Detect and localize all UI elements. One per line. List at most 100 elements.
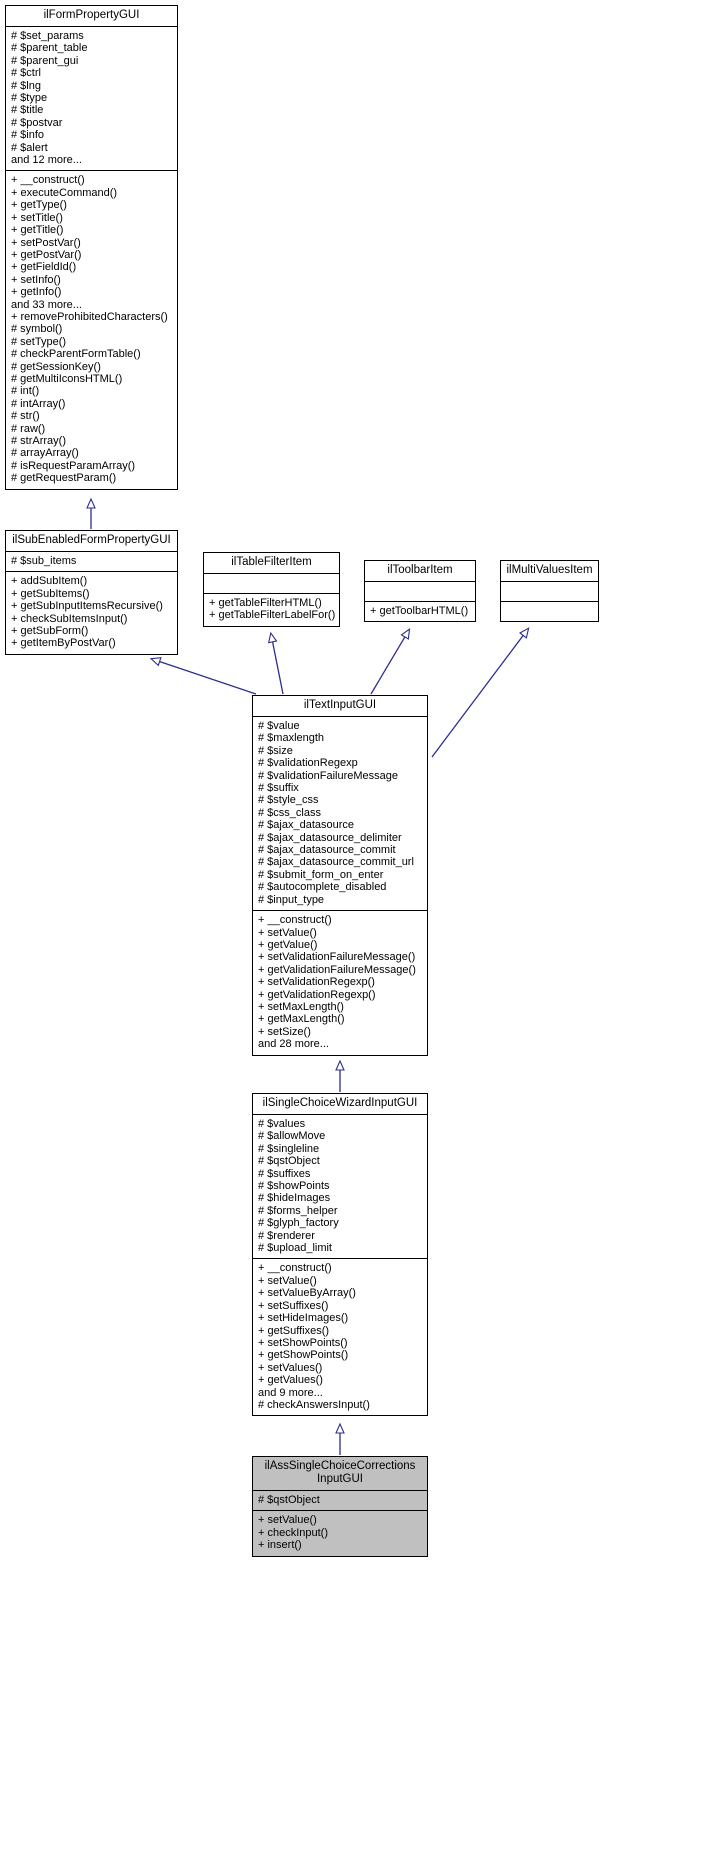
class-member-row: + getType()	[11, 199, 67, 212]
class-member-row: + getValues()	[258, 1374, 323, 1387]
class-attributes	[365, 582, 475, 602]
class-member-row: + setValidationRegexp()	[258, 976, 375, 989]
class-member-row: # $ajax_datasource_commit	[258, 844, 396, 857]
class-member-row: + getTitle()	[11, 224, 64, 237]
class-member-row: # $info	[11, 129, 45, 142]
class-box-iltextinputgui[interactable]: ilTextInputGUI # $value# $maxlength# $si…	[252, 695, 428, 1056]
class-member-row: + getTableFilterHTML()	[209, 597, 322, 609]
class-member-row: + setValues()	[258, 1361, 323, 1374]
class-member-row: and 28 more...	[258, 1038, 329, 1051]
class-member-row: + checkInput()	[258, 1526, 329, 1539]
class-member-row: + getSubItems()	[11, 587, 90, 600]
class-member-row: # checkAnswersInput()	[258, 1398, 370, 1411]
class-member-row: # $forms_helper	[258, 1204, 338, 1217]
class-member-row: # $ajax_datasource_commit_url	[258, 856, 414, 869]
class-member-row: + checkSubItemsInput()	[11, 612, 128, 625]
class-member-row: + executeCommand()	[11, 186, 118, 199]
class-member-row: # $title	[11, 104, 44, 117]
class-methods: + setValue()+ checkInput()+ insert()	[253, 1511, 427, 1556]
class-member-row: # $maxlength	[258, 732, 325, 745]
class-title: ilAssSingleChoiceCorrections InputGUI	[253, 1457, 427, 1491]
class-member-row: # $qstObject	[258, 1155, 320, 1168]
class-box-ilasssinglechoicecorrectionsinputgui[interactable]: ilAssSingleChoiceCorrections InputGUI # …	[252, 1456, 428, 1557]
class-methods: + __construct()+ executeCommand()+ getTy…	[6, 171, 177, 489]
class-member-row: # $submit_form_on_enter	[258, 868, 384, 881]
class-member-row: + getFieldId()	[11, 261, 77, 274]
class-member-row: # getSessionKey()	[11, 360, 101, 373]
class-member-row: # $allowMove	[258, 1130, 326, 1143]
class-member-row: + __construct()	[11, 174, 85, 187]
class-title: ilTableFilterItem	[204, 553, 339, 574]
class-attributes: # $value# $maxlength# $size# $validation…	[253, 717, 427, 912]
class-member-row: # $input_type	[258, 893, 325, 906]
class-member-row: + getValidationRegexp()	[258, 988, 376, 1001]
class-title: ilSingleChoiceWizardInputGUI	[253, 1094, 427, 1115]
class-member-row: + setValue()	[258, 1274, 317, 1287]
class-box-ilformpropertygui[interactable]: ilFormPropertyGUI # $set_params# $parent…	[5, 5, 178, 490]
class-member-row: # $upload_limit	[258, 1242, 332, 1255]
class-member-row: # symbol()	[11, 323, 63, 336]
class-member-row: # $css_class	[258, 806, 321, 819]
class-member-row: + __construct()	[258, 1262, 332, 1275]
class-title: ilToolbarItem	[365, 561, 475, 582]
class-member-row: + setPostVar()	[11, 236, 81, 249]
class-member-row: # $size	[258, 744, 293, 757]
class-member-row: + setValue()	[258, 926, 317, 939]
class-member-row: # $ctrl	[11, 67, 41, 80]
class-member-row: + setValue()	[258, 1514, 317, 1527]
class-member-row: # getMultiIconsHTML()	[11, 372, 123, 385]
class-member-row: + setMaxLength()	[258, 1000, 344, 1013]
class-title: ilMultiValuesItem	[501, 561, 598, 582]
class-member-row: # $value	[258, 720, 300, 732]
class-member-row: # $suffixes	[258, 1167, 311, 1180]
class-member-row: # $renderer	[258, 1229, 315, 1242]
class-member-row: # $lng	[11, 79, 41, 92]
class-member-row: and 12 more...	[11, 154, 82, 167]
class-member-row: # $autocomplete_disabled	[258, 881, 387, 894]
class-methods: + addSubItem()+ getSubItems()+ getSubInp…	[6, 572, 177, 654]
class-member-row: + getShowPoints()	[258, 1349, 349, 1362]
class-member-row: + setSuffixes()	[258, 1299, 329, 1312]
class-member-row: # $parent_gui	[11, 54, 79, 67]
class-member-row: + setValidationFailureMessage()	[258, 951, 416, 964]
class-member-row: # $ajax_datasource_delimiter	[258, 831, 402, 844]
class-member-row: + getMaxLength()	[258, 1013, 345, 1026]
class-member-row: # raw()	[11, 422, 46, 435]
class-member-row: # arrayArray()	[11, 447, 79, 460]
class-member-row: + getSuffixes()	[258, 1324, 330, 1337]
class-attributes: # $set_params# $parent_table# $parent_gu…	[6, 27, 177, 172]
class-member-row: + setTitle()	[11, 211, 63, 224]
class-member-row: + setValueByArray()	[258, 1287, 356, 1300]
class-box-iltoolbaritem[interactable]: ilToolbarItem + getToolbarHTML()	[364, 560, 476, 623]
class-box-ilsubenabledformpropertygui[interactable]: ilSubEnabledFormPropertyGUI # $sub_items…	[5, 530, 178, 655]
class-member-row: # $showPoints	[258, 1180, 330, 1193]
class-member-row: + setHideImages()	[258, 1312, 349, 1325]
class-member-row: + getPostVar()	[11, 248, 82, 261]
class-member-row: + setSize()	[258, 1025, 311, 1038]
class-member-row: # int()	[11, 385, 40, 398]
class-member-row: # getRequestParam()	[11, 472, 117, 485]
class-attributes: # $sub_items	[6, 552, 177, 573]
class-member-row: # $ajax_datasource	[258, 819, 355, 832]
class-member-row: # $validationFailureMessage	[258, 769, 399, 782]
class-member-row: # $type	[11, 92, 48, 105]
class-attributes: # $values# $allowMove# $singleline# $qst…	[253, 1115, 427, 1260]
class-attributes	[204, 574, 339, 594]
class-member-row: + setShowPoints()	[258, 1336, 348, 1349]
class-member-row: # $validationRegexp	[258, 757, 358, 770]
class-box-iltablefilteritem[interactable]: ilTableFilterItem + getTableFilterHTML()…	[203, 552, 340, 627]
class-member-row: + addSubItem()	[11, 575, 88, 588]
class-attributes	[501, 582, 598, 602]
class-title: ilTextInputGUI	[253, 696, 427, 717]
class-member-row: # $parent_table	[11, 42, 88, 55]
class-member-row: # $hideImages	[258, 1192, 331, 1205]
class-box-ilmultivaluesitem[interactable]: ilMultiValuesItem	[500, 560, 599, 622]
class-member-row: and 33 more...	[11, 298, 82, 311]
class-member-row: # str()	[11, 410, 40, 423]
class-member-row: + getSubInputItemsRecursive()	[11, 600, 163, 613]
class-member-row: + insert()	[258, 1539, 302, 1552]
class-box-ilsinglechoicewizardinputgui[interactable]: ilSingleChoiceWizardInputGUI # $values# …	[252, 1093, 428, 1417]
class-methods: + __construct()+ setValue()+ setValueByA…	[253, 1259, 427, 1416]
class-member-row: + getInfo()	[11, 286, 62, 299]
